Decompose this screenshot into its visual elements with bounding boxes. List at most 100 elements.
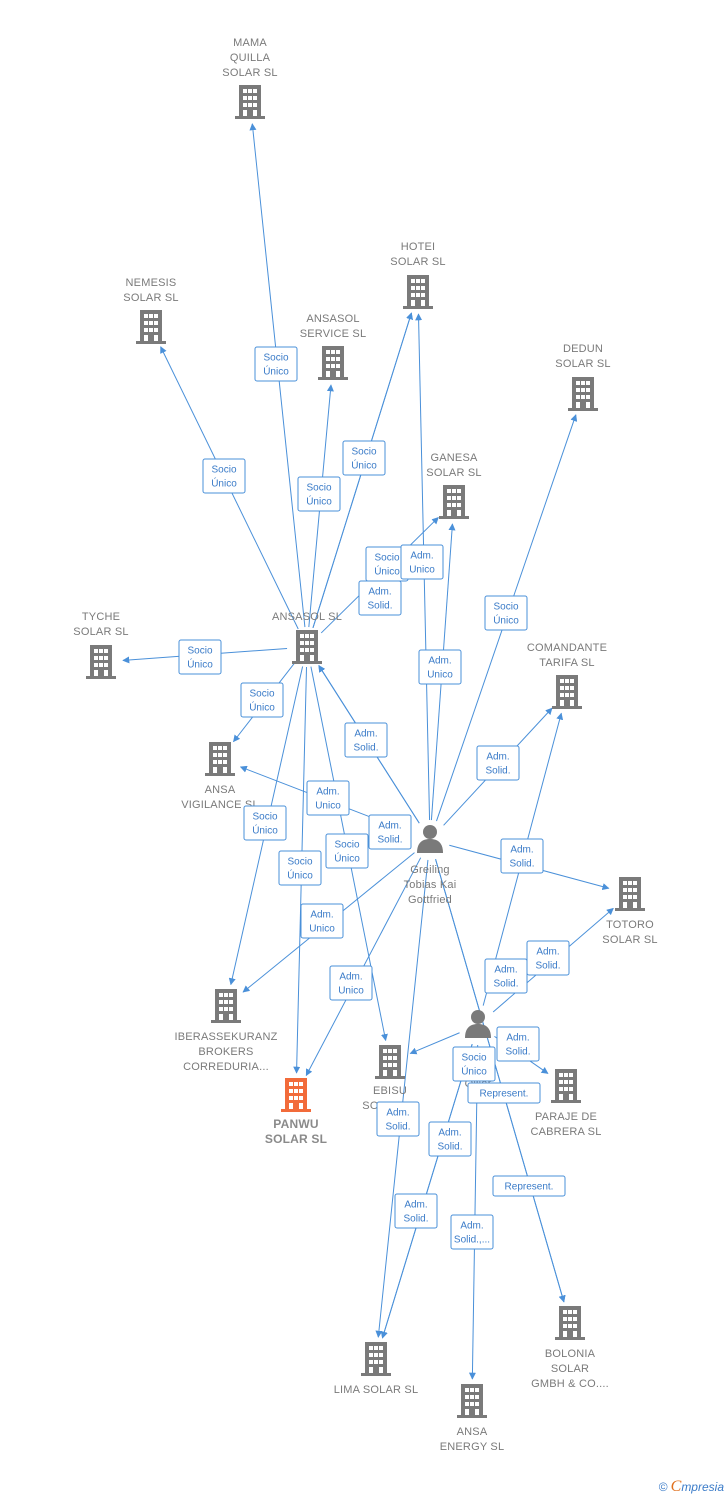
node-label: ANSA — [205, 784, 236, 796]
relation-label[interactable]: Adm.Solid. — [428, 1121, 472, 1157]
relation-text: Único — [252, 824, 278, 837]
relation-label[interactable]: Adm.Solid.,... — [450, 1214, 494, 1250]
relation-label[interactable]: Adm.Unico — [418, 649, 462, 685]
relation-text: Socio — [287, 857, 312, 868]
building-icon — [318, 346, 348, 380]
relation-label[interactable]: Adm.Solid. — [484, 958, 528, 994]
relation-label[interactable]: Adm.Solid. — [368, 814, 412, 850]
relation-text: Unico — [427, 670, 453, 681]
node-ansa_energy[interactable]: ANSA ENERGY SL — [440, 1384, 505, 1453]
node-label: PANWU — [273, 1117, 318, 1131]
relation-text: Adm. — [486, 752, 509, 763]
relation-label[interactable]: Represent. — [467, 1082, 541, 1104]
relation-box — [344, 722, 388, 758]
relation-label[interactable]: Adm.Unico — [306, 780, 350, 816]
relation-text: Solid. — [385, 1122, 410, 1133]
relation-text: Represent. — [505, 1182, 554, 1193]
relation-text: Socio — [211, 465, 236, 476]
node-label: LIMA SOLAR SL — [334, 1384, 419, 1396]
relation-label[interactable]: Adm.Solid. — [500, 838, 544, 874]
relation-text: Socio — [249, 689, 274, 700]
relation-text: Adm. — [438, 1128, 461, 1139]
node-tyche[interactable]: TYCHE SOLAR SL — [73, 611, 129, 679]
relation-label[interactable]: Adm.Unico — [400, 544, 444, 580]
node-label: VIGILANCE SL — [181, 799, 259, 811]
relation-box — [300, 903, 344, 939]
relation-text: Adm. — [316, 787, 339, 798]
relation-label[interactable]: Adm.Solid. — [476, 745, 520, 781]
node-label: QUILLA — [230, 52, 271, 64]
relation-box — [452, 1046, 496, 1082]
relation-text: Adm. — [378, 821, 401, 832]
node-label: SOLAR — [551, 1363, 589, 1375]
brand-name: mpresia — [681, 1480, 724, 1494]
edge-person2-to-ebisu — [409, 1032, 460, 1055]
building-icon — [235, 85, 265, 119]
relation-label[interactable]: Adm.Solid. — [358, 580, 402, 616]
relation-label[interactable]: Adm.Unico — [329, 965, 373, 1001]
node-label: ENERGY SL — [440, 1441, 505, 1453]
node-label: SOLAR SL — [390, 256, 445, 268]
edge-greiling-to-lima — [375, 859, 429, 1338]
node-ansasol[interactable]: ANSASOL SL — [272, 611, 342, 664]
relation-label[interactable]: Adm.Solid. — [376, 1101, 420, 1137]
relation-text: Solid. — [505, 1047, 530, 1058]
relation-box — [400, 544, 444, 580]
relation-text: Adm. — [494, 965, 517, 976]
relation-label[interactable]: Adm.Solid. — [344, 722, 388, 758]
node-label: ANSASOL SL — [272, 611, 342, 623]
node-ansa_vig[interactable]: ANSA VIGILANCE SL — [181, 742, 259, 811]
node-label: TARIFA SL — [539, 657, 594, 669]
building-icon — [439, 485, 469, 519]
node-label: Gottfried — [408, 894, 452, 906]
node-label: SOLAR SL — [73, 626, 128, 638]
relation-box — [492, 1175, 566, 1197]
node-label: ANSA — [457, 1426, 488, 1438]
relation-box — [243, 805, 287, 841]
relation-label[interactable]: Adm.Unico — [300, 903, 344, 939]
node-lima[interactable]: LIMA SOLAR SL — [334, 1342, 419, 1396]
relation-label[interactable]: Adm.Solid. — [394, 1193, 438, 1229]
relation-label[interactable]: Adm.Solid. — [496, 1026, 540, 1062]
relation-box — [342, 440, 386, 476]
relation-text: Único — [334, 852, 360, 865]
building-icon — [551, 1069, 581, 1103]
relation-text: Solid. — [353, 743, 378, 754]
node-comandante[interactable]: COMANDANTE TARIFA SL — [527, 642, 607, 709]
node-label: COMANDANTE — [527, 642, 607, 654]
relation-box — [450, 1214, 494, 1250]
brand-initial: C — [670, 1478, 682, 1495]
relation-text: Socio — [334, 840, 359, 851]
building-icon — [555, 1306, 585, 1340]
footer-brand: ©Cmpresia — [659, 1478, 724, 1496]
relation-label[interactable]: Adm.Solid. — [526, 940, 570, 976]
relation-box — [329, 965, 373, 1001]
relation-text: Socio — [187, 646, 212, 657]
node-iberas[interactable]: IBERASSEKURANZBROKERSCORREDURIA... — [174, 989, 277, 1073]
node-label: TYCHE — [82, 611, 120, 623]
relation-label[interactable]: Represent. — [492, 1175, 566, 1197]
node-label: Greiling — [410, 864, 450, 876]
